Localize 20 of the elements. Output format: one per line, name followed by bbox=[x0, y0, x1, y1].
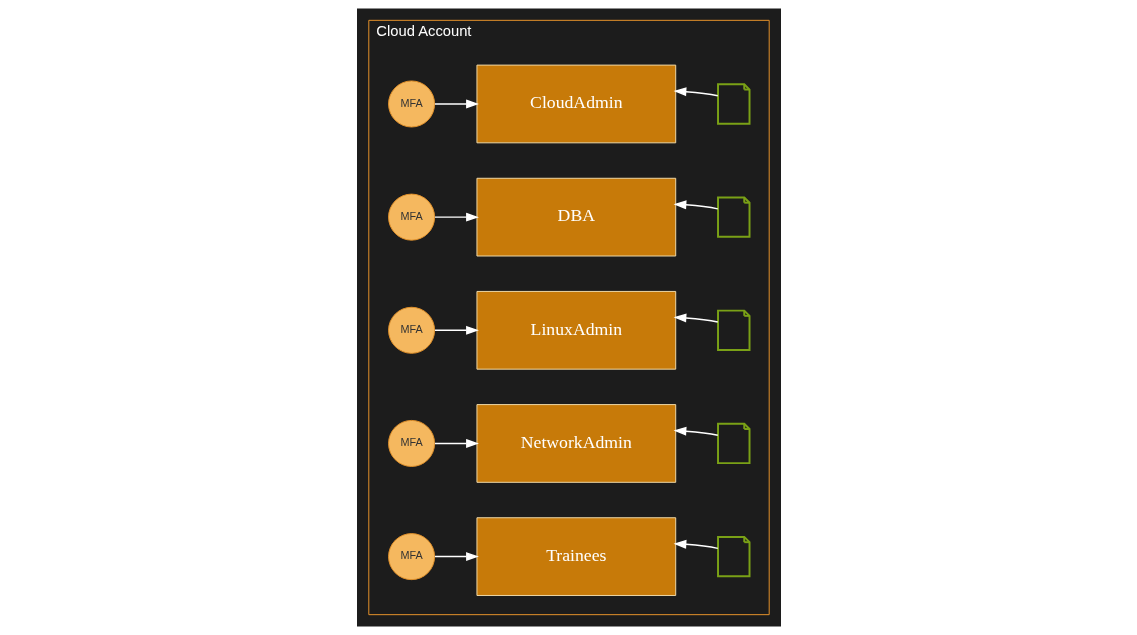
arrow bbox=[673, 200, 718, 210]
node-circle: MFA bbox=[387, 533, 435, 581]
arrow bbox=[673, 87, 718, 97]
arrow bbox=[433, 99, 479, 109]
node-box: Trainees bbox=[475, 517, 676, 596]
node-box: LinuxAdmin bbox=[475, 290, 676, 370]
arrow bbox=[673, 426, 718, 436]
node-circle: MFA bbox=[387, 80, 435, 128]
node-box: CloudAdmin bbox=[475, 64, 676, 144]
node-circle: MFA bbox=[387, 306, 435, 354]
arrow bbox=[433, 438, 479, 448]
node-box: NetworkAdmin bbox=[475, 404, 676, 483]
arrow bbox=[433, 552, 479, 562]
node-circle: MFA bbox=[387, 193, 435, 241]
arrow bbox=[433, 325, 479, 335]
node-circle: MFA bbox=[387, 419, 435, 467]
arrow bbox=[433, 212, 479, 222]
arrow bbox=[673, 313, 718, 323]
node-box: DBA bbox=[475, 177, 676, 257]
arrow bbox=[673, 539, 718, 550]
